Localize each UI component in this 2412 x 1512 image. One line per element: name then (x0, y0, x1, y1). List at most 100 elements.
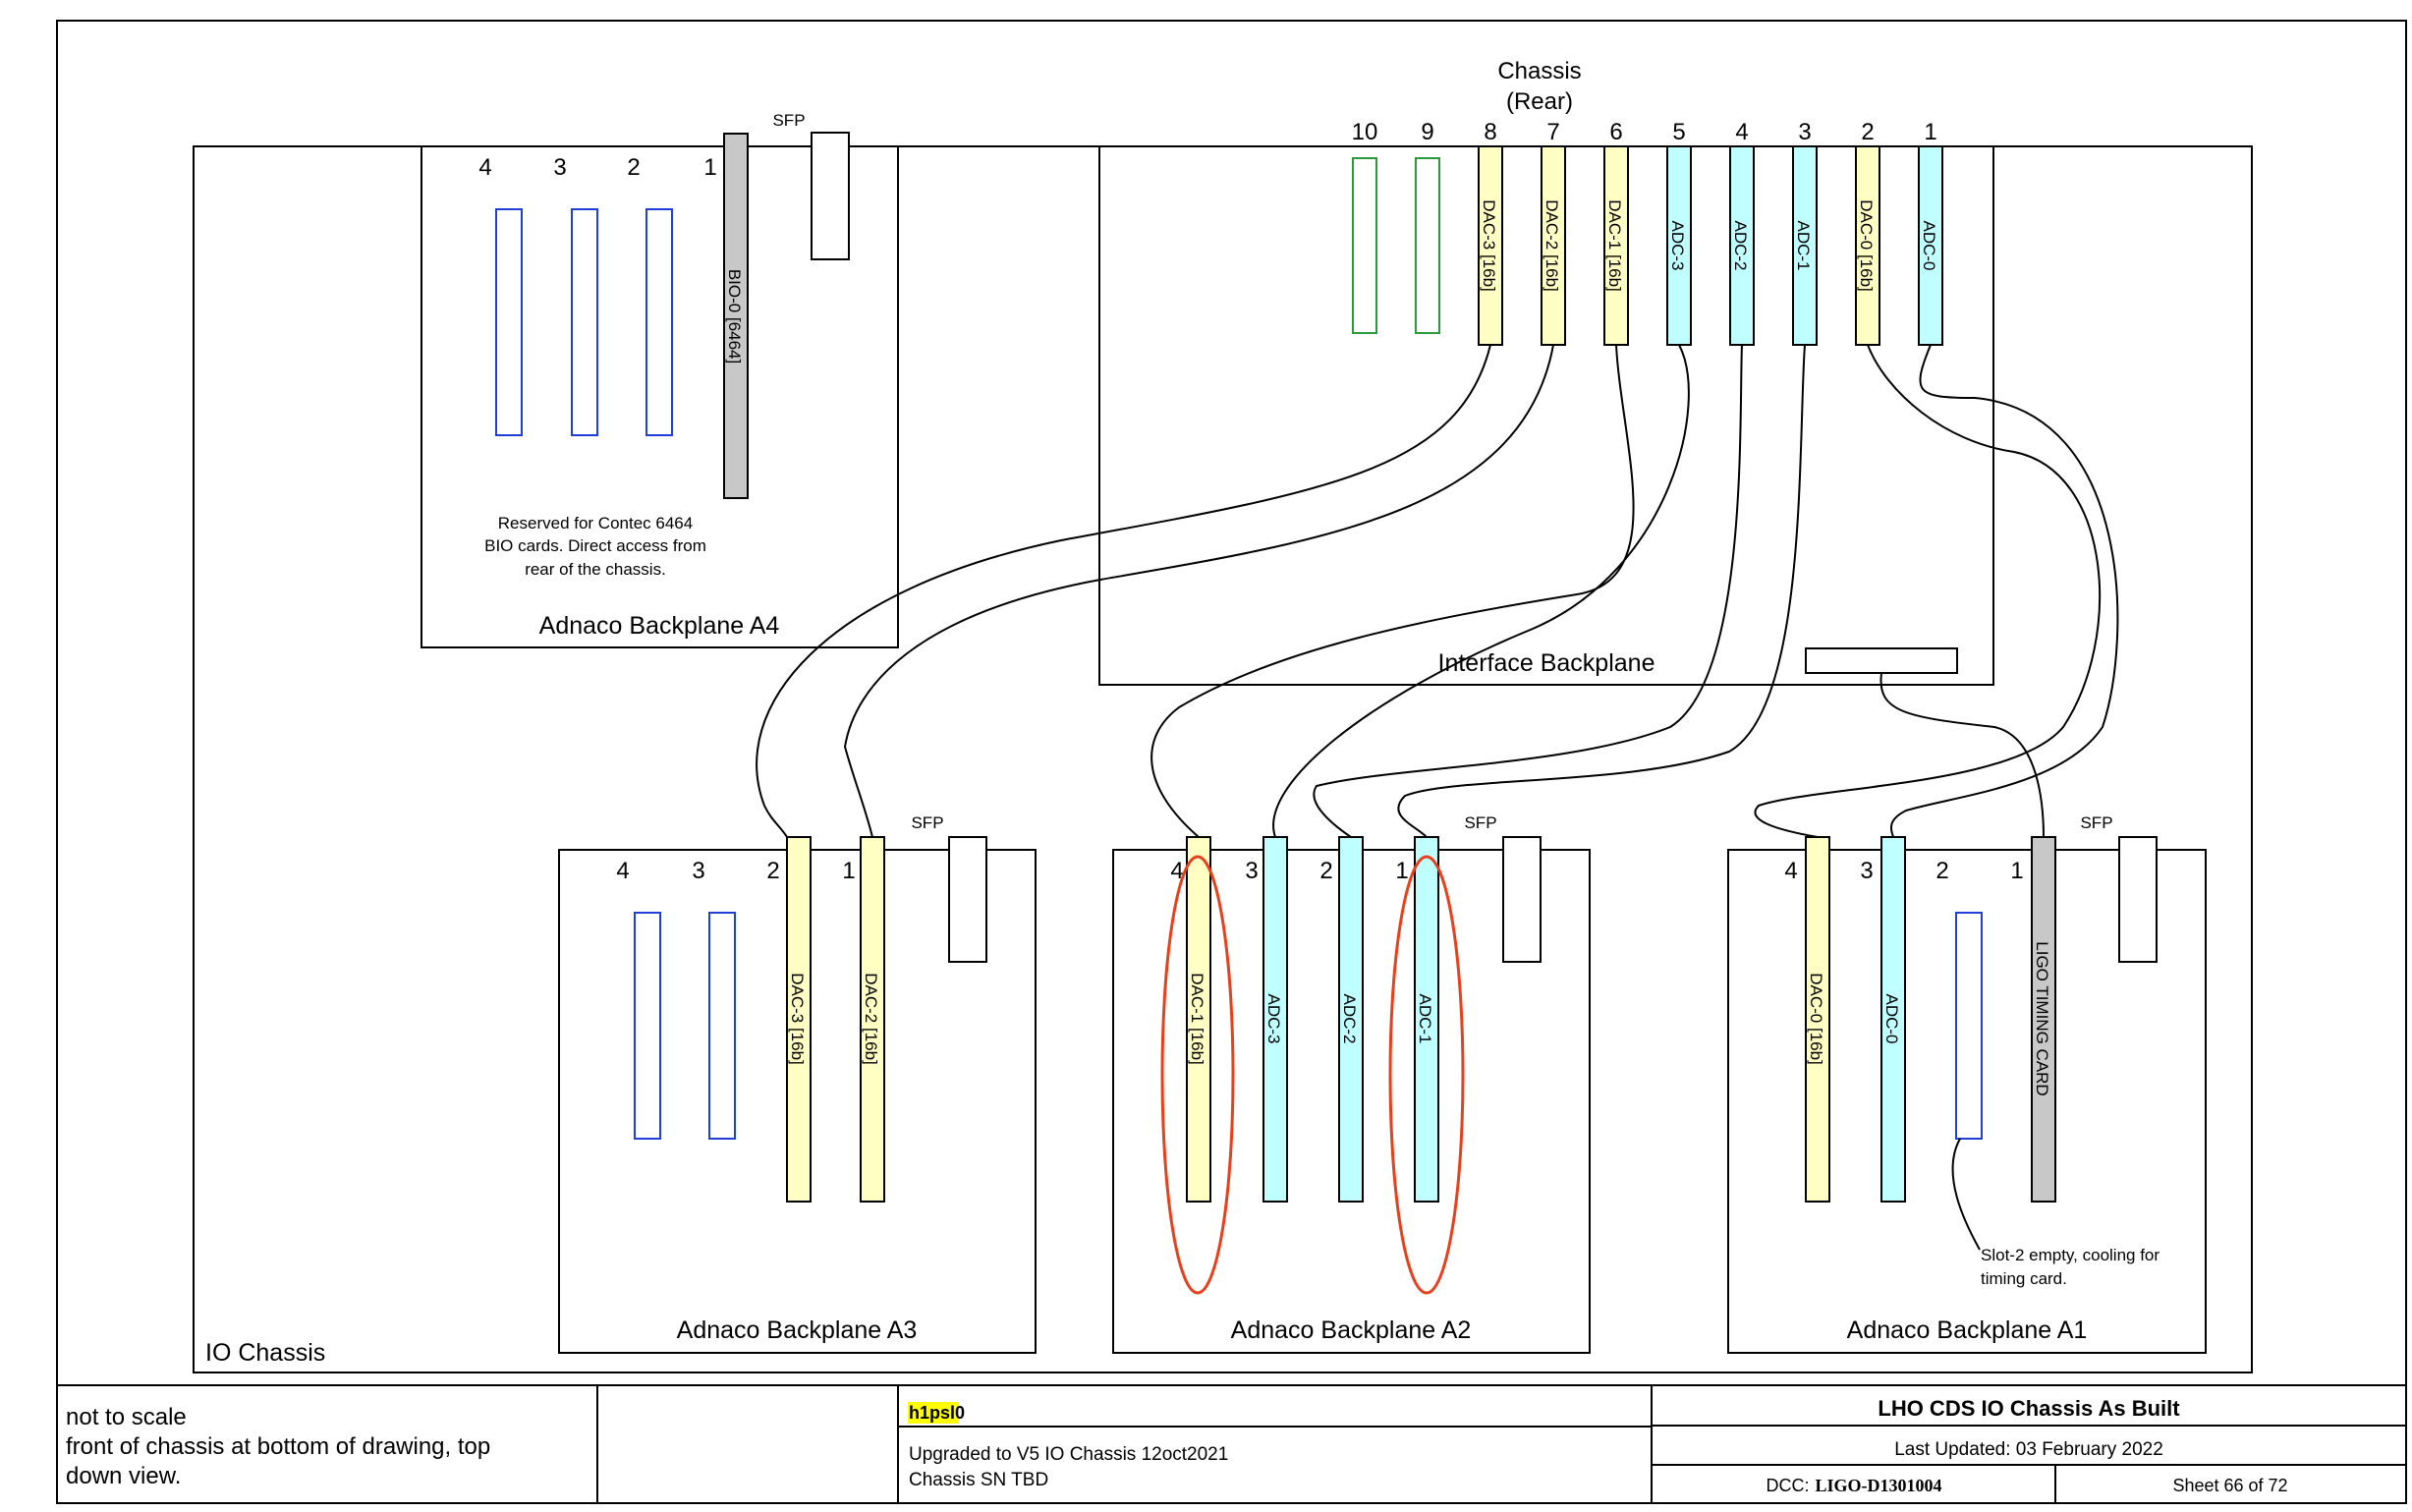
interface-backplane-title: Interface Backplane (1438, 649, 1655, 677)
a1-slot-label: 3 (1860, 858, 1873, 884)
a2-slot-label: 1 (1395, 858, 1408, 884)
a4-note-line: rear of the chassis. (525, 560, 666, 579)
card-label: DAC-3 [16b] (788, 973, 807, 1065)
drawing-title: LHO CDS IO Chassis As Built (1878, 1396, 2180, 1421)
card-dac (786, 836, 812, 1203)
empty-slot (708, 912, 736, 1140)
a3-slot-label: 2 (766, 858, 779, 884)
card-adc (1792, 145, 1818, 346)
card-label: ADC-3 (1668, 220, 1687, 270)
interface-slot-label: 6 (1609, 119, 1622, 145)
backplane-a3: Adnaco Backplane A3 4 3 2 1 DAC-3 [16b] … (558, 813, 1037, 1354)
cable (843, 344, 1554, 838)
card-adc (1918, 145, 1943, 346)
backplane-a4-box (421, 145, 899, 648)
timing-connector (1805, 647, 1958, 674)
backplane-a2: Adnaco Backplane A2 4 3 2 1 DAC-1 [16b] … (1112, 813, 1591, 1354)
drawing-note-line: down view. (66, 1463, 181, 1489)
card-label: ADC-1 (1794, 220, 1813, 270)
backplane-a3-title: Adnaco Backplane A3 (677, 1316, 918, 1344)
cables (756, 344, 2119, 838)
card-dac (1855, 145, 1880, 346)
cable (1754, 344, 2102, 838)
highlight-ellipse (1160, 855, 1235, 1295)
cable (756, 344, 1491, 838)
empty-slot (634, 912, 661, 1140)
card-adc (1666, 145, 1692, 346)
a3-slot-label: 3 (692, 858, 704, 884)
card-label: ADC-0 (1882, 993, 1901, 1043)
empty-slot (1955, 912, 1983, 1140)
dcc-number: DCC:LIGO-D1301004 (1766, 1476, 1941, 1495)
interface-slot-label: 4 (1735, 119, 1748, 145)
a2-slot-label: 4 (1170, 858, 1183, 884)
a4-slot-label: 4 (478, 154, 491, 181)
bio-card-label: BIO-0 [6464] (725, 269, 744, 364)
interface-slot-label: 3 (1798, 119, 1811, 145)
interface-slot-label: 7 (1546, 119, 1559, 145)
card-dac (1478, 145, 1503, 346)
sfp-label: SFP (911, 813, 943, 832)
empty-slot (645, 208, 673, 436)
card-dac (1541, 145, 1566, 346)
card-label: LIGO TIMING CARD (2033, 941, 2051, 1095)
backplane-a1: Adnaco Backplane A1 4 3 2 1 DAC-0 [16b] … (1727, 813, 2207, 1354)
timing-card (2031, 836, 2056, 1203)
backplane-a1-box (1727, 849, 2207, 1354)
card-adc (1414, 836, 1439, 1203)
a1-slot-label: 2 (1935, 858, 1948, 884)
title-block: not to scale front of chassis at bottom … (66, 1385, 2406, 1503)
card-dac (1603, 145, 1629, 346)
cable (1150, 344, 1635, 838)
host-highlight (908, 1402, 959, 1424)
cable (1889, 344, 2119, 838)
sfp-port (1502, 836, 1542, 963)
interface-slot-label: 9 (1421, 119, 1433, 145)
interface-backplane: Interface Backplane 10 9 8 7 6 5 4 3 2 1… (1098, 119, 1994, 686)
interface-slot-label: 5 (1672, 119, 1685, 145)
card-label: ADC-3 (1264, 993, 1283, 1043)
sfp-label: SFP (2080, 813, 2112, 832)
highlight-ellipse (1388, 855, 1465, 1295)
backplane-a4-title: Adnaco Backplane A4 (539, 612, 780, 640)
card-label: DAC-2 [16b] (862, 973, 880, 1065)
drawing-note-line: not to scale (66, 1404, 187, 1430)
sfp-port (811, 132, 850, 260)
io-chassis-label: IO Chassis (205, 1339, 325, 1367)
chassis-header-line1: Chassis (1497, 58, 1581, 84)
upgrade-note-line: Upgraded to V5 IO Chassis 12oct2021 (909, 1444, 1228, 1465)
cable (1272, 344, 1690, 838)
card-label: DAC-0 [16b] (1857, 199, 1876, 292)
a2-slot-label: 3 (1245, 858, 1258, 884)
sfp-port (2118, 836, 2158, 963)
card-adc (1729, 145, 1755, 346)
card-label: ADC-2 (1340, 993, 1359, 1043)
card-dac (1186, 836, 1211, 1203)
upgrade-note-line: Chassis SN TBD (909, 1470, 1048, 1490)
card-label: ADC-1 (1416, 993, 1434, 1043)
sheet-number: Sheet 66 of 72 (2172, 1476, 2287, 1495)
a3-slot-label: 4 (616, 858, 629, 884)
sfp-port (948, 836, 987, 963)
card-label: DAC-1 [16b] (1605, 199, 1624, 292)
card-label: DAC-0 [16b] (1807, 973, 1825, 1065)
a3-slot-label: 1 (842, 858, 855, 884)
cable (1397, 344, 1806, 838)
a1-slot-label: 4 (1784, 858, 1797, 884)
empty-slot (495, 208, 523, 436)
bio-card (723, 133, 749, 499)
a4-note-line: BIO cards. Direct access from (484, 536, 706, 555)
card-label: DAC-1 [16b] (1188, 973, 1206, 1065)
a1-note-line: timing card. (1981, 1269, 2067, 1288)
a1-note-line: Slot-2 empty, cooling for (1981, 1246, 2160, 1264)
chassis-header-line2: (Rear) (1506, 88, 1573, 115)
a2-slot-label: 2 (1319, 858, 1332, 884)
drawing-frame (56, 20, 2407, 1504)
card-adc (1262, 836, 1288, 1203)
card-label: DAC-3 [16b] (1480, 199, 1498, 292)
cable (1879, 672, 2045, 838)
host-name: h1psl0 (909, 1403, 965, 1423)
interface-slot-label: 10 (1352, 119, 1378, 145)
empty-slot (571, 208, 598, 436)
